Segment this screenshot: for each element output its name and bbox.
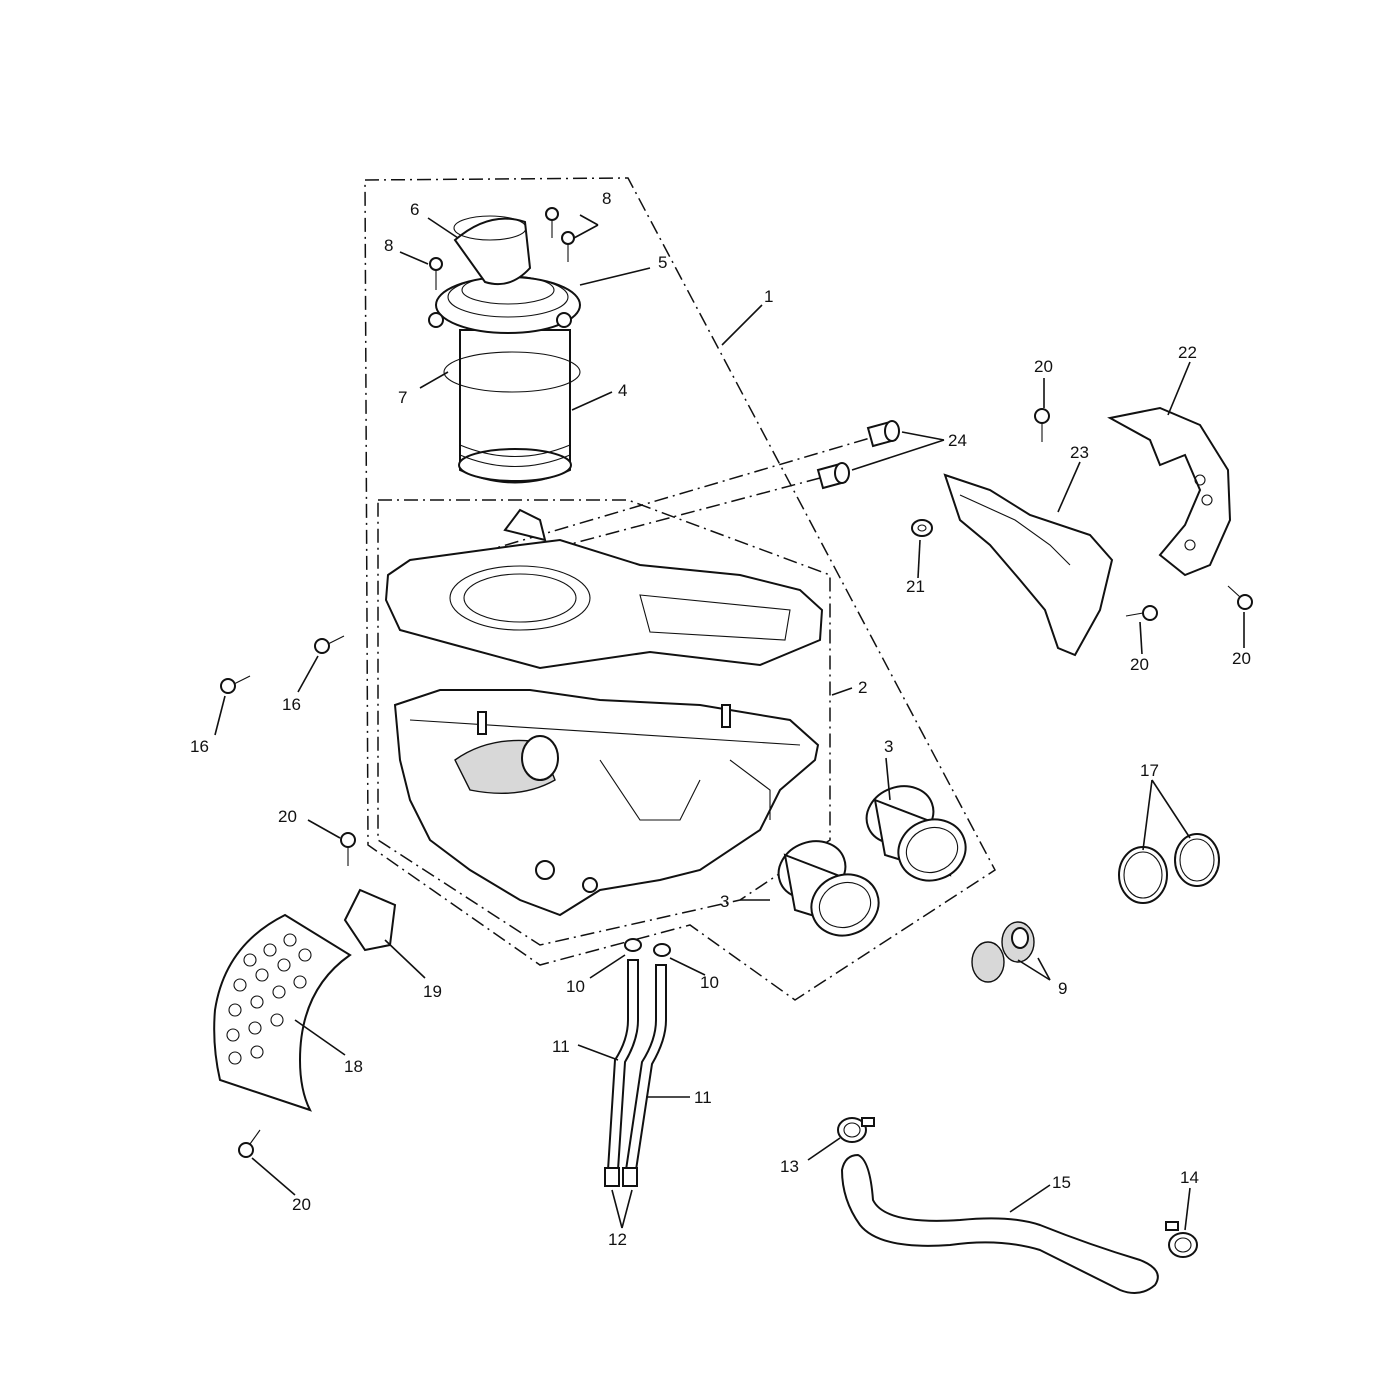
screw-8: [429, 207, 575, 290]
intake-snorkel: [453, 217, 532, 286]
leader-lines: [214, 214, 1245, 1231]
callout-11: 11: [694, 1088, 712, 1107]
callout-7: 7: [398, 388, 407, 407]
callout-17: 17: [1140, 761, 1159, 780]
callout-20: 20: [1130, 655, 1149, 674]
callout-12: 12: [608, 1230, 627, 1249]
callouts: 1 2 3 3 4 5 6 7 8 8 9 10 10 11 11 12 13 …: [190, 189, 1251, 1249]
o-ring-17: [1174, 833, 1220, 887]
hose-clip-13: [837, 1117, 875, 1143]
callout-21: 21: [906, 577, 925, 596]
callout-8: 8: [602, 189, 611, 208]
callout-4: 4: [618, 381, 627, 400]
plug-12: [622, 1167, 638, 1187]
callout-20: 20: [1232, 649, 1251, 668]
side-cover-23: [943, 473, 1114, 657]
screw-20: [238, 408, 1253, 1158]
callout-13: 13: [780, 1157, 799, 1176]
breather-hose-15: [840, 1153, 1159, 1295]
guard-perforations: [226, 933, 312, 1065]
airbox-lid: [384, 508, 824, 670]
callout-2: 2: [858, 678, 867, 697]
callout-3: 3: [720, 892, 729, 911]
intake-boot: [777, 840, 880, 937]
callout-18: 18: [344, 1057, 363, 1076]
side-cover-22: [1107, 406, 1232, 577]
callout-10: 10: [566, 977, 585, 996]
callout-24: 24: [948, 431, 967, 450]
intake-boot: [865, 785, 967, 882]
group-24-projection: [454, 437, 871, 561]
drain-tube-11: [604, 938, 671, 1187]
hose-clip-14: [1165, 1221, 1198, 1258]
screw-16: [220, 635, 345, 694]
air-filter-assembly: [428, 215, 581, 484]
callout-11: 11: [552, 1037, 570, 1056]
plug-12: [604, 1167, 620, 1187]
airbox-base: [393, 689, 820, 917]
callout-9: 9: [1058, 979, 1067, 998]
callout-20: 20: [1034, 357, 1053, 376]
group-1-boundary: [364, 177, 996, 1001]
washer-21: [911, 519, 933, 537]
callout-20: 20: [278, 807, 297, 826]
callout-23: 23: [1070, 443, 1089, 462]
callout-22: 22: [1178, 343, 1197, 362]
callout-14: 14: [1180, 1168, 1199, 1187]
cap-10: [653, 943, 671, 957]
spacer-24: [816, 420, 900, 490]
grommet-9: [971, 921, 1035, 983]
perforated-guard-18: [213, 913, 352, 1112]
callout-19: 19: [423, 982, 442, 1001]
callout-6: 6: [410, 200, 419, 219]
cap-10: [624, 938, 642, 952]
callout-10: 10: [700, 973, 719, 992]
callout-15: 15: [1052, 1173, 1071, 1192]
callout-1: 1: [764, 287, 773, 306]
callout-8: 8: [384, 236, 393, 255]
callout-3: 3: [884, 737, 893, 756]
o-ring-17: [1118, 846, 1168, 904]
bracket-19: [343, 888, 397, 952]
callout-16: 16: [282, 695, 301, 714]
callout-5: 5: [658, 253, 667, 272]
o-ring: [443, 351, 581, 393]
callout-20: 20: [292, 1195, 311, 1214]
callout-16: 16: [190, 737, 209, 756]
